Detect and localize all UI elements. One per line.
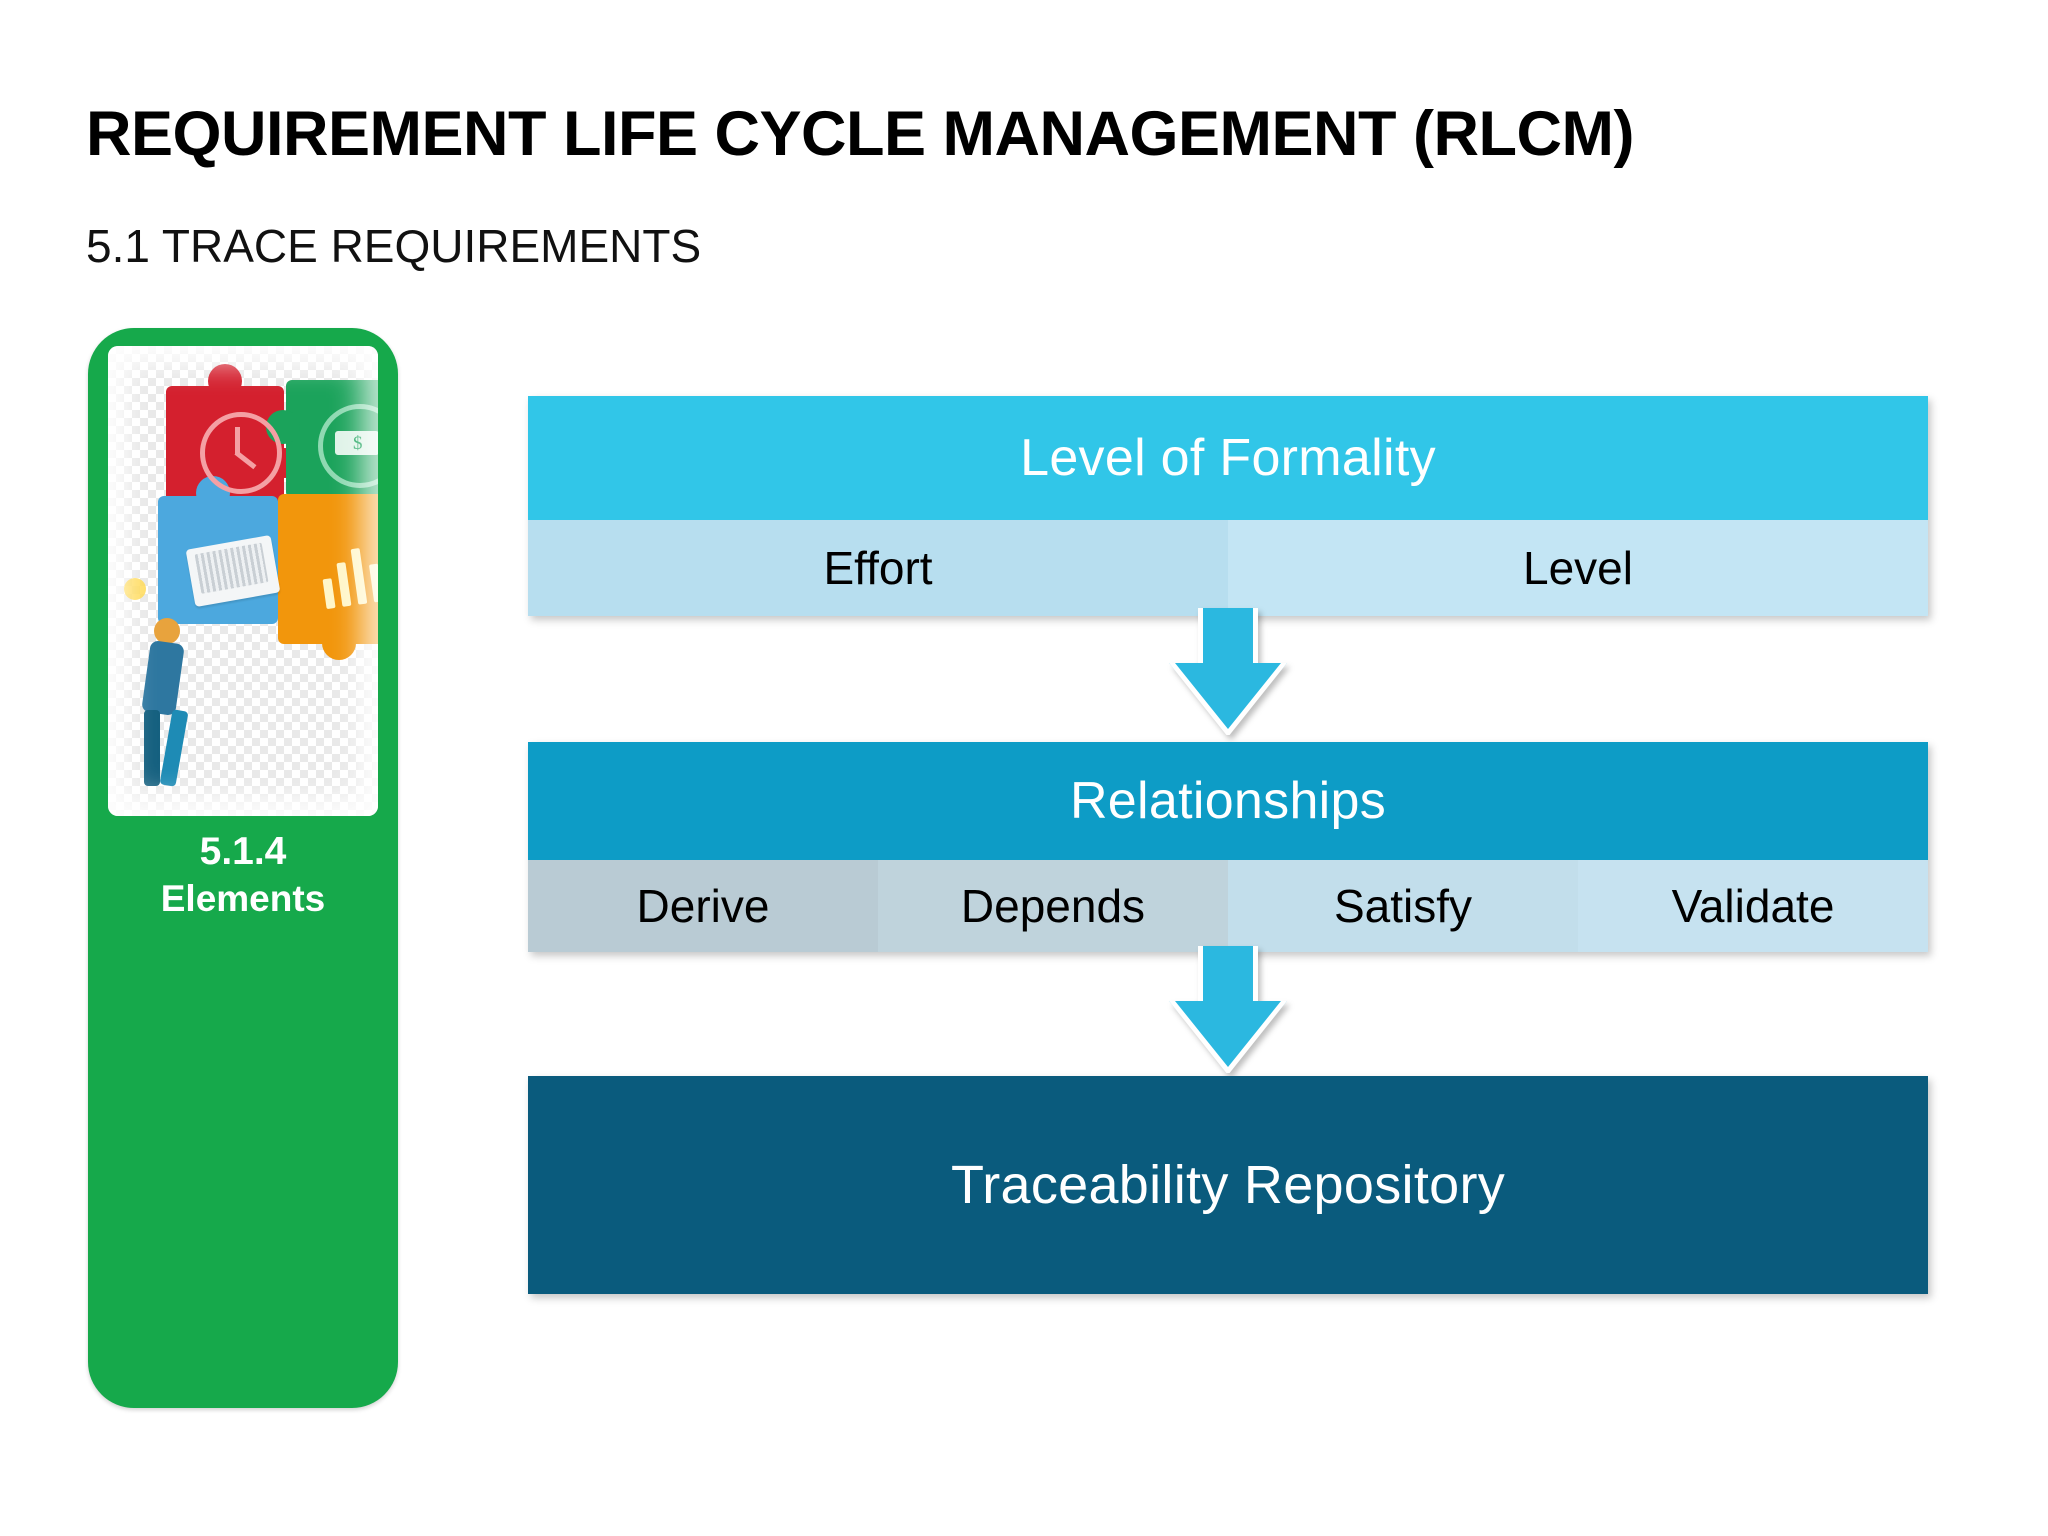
item-depends[interactable]: Depends xyxy=(878,860,1228,952)
down-arrow-2 xyxy=(1169,946,1287,1073)
down-arrow-1 xyxy=(1169,608,1287,735)
group-header-level-of-formality[interactable]: Level of Formality xyxy=(528,396,1928,520)
puzzle-pieces-illustration: $ xyxy=(108,346,378,816)
side-card-title: Elements xyxy=(160,878,326,920)
group-header-traceability-repository[interactable]: Traceability Repository xyxy=(528,1076,1928,1294)
process-diagram: Level of Formality Effort Level Relation… xyxy=(528,396,1928,1294)
spark-icon xyxy=(124,578,146,600)
person-figure-icon xyxy=(136,614,210,794)
item-level[interactable]: Level xyxy=(1228,520,1928,616)
money-icon: $ xyxy=(318,404,378,488)
page-subtitle: 5.1 TRACE REQUIREMENTS xyxy=(86,220,702,272)
item-effort[interactable]: Effort xyxy=(528,520,1228,616)
group-items-level-of-formality: Effort Level xyxy=(528,520,1928,616)
side-card-label: 5.1.4 Elements xyxy=(88,828,398,922)
item-derive[interactable]: Derive xyxy=(528,860,878,952)
bar-chart-icon xyxy=(318,537,378,610)
diagram-group-relationships: Relationships Derive Depends Satisfy Val… xyxy=(528,742,1928,952)
diagram-group-level-of-formality: Level of Formality Effort Level xyxy=(528,396,1928,616)
side-card-number: 5.1.4 xyxy=(199,830,287,873)
group-header-relationships[interactable]: Relationships xyxy=(528,742,1928,860)
group-items-relationships: Derive Depends Satisfy Validate xyxy=(528,860,1928,952)
arrow-gap-1 xyxy=(528,608,1928,742)
item-validate[interactable]: Validate xyxy=(1578,860,1928,952)
clock-icon xyxy=(200,412,282,494)
diagram-group-traceability-repository: Traceability Repository xyxy=(528,1076,1928,1294)
section-side-card: $ 5.1.4 Elements xyxy=(88,328,398,1408)
item-satisfy[interactable]: Satisfy xyxy=(1228,860,1578,952)
arrow-gap-2 xyxy=(528,946,1928,1076)
page-title: REQUIREMENT LIFE CYCLE MANAGEMENT (RLCM) xyxy=(86,99,1634,169)
